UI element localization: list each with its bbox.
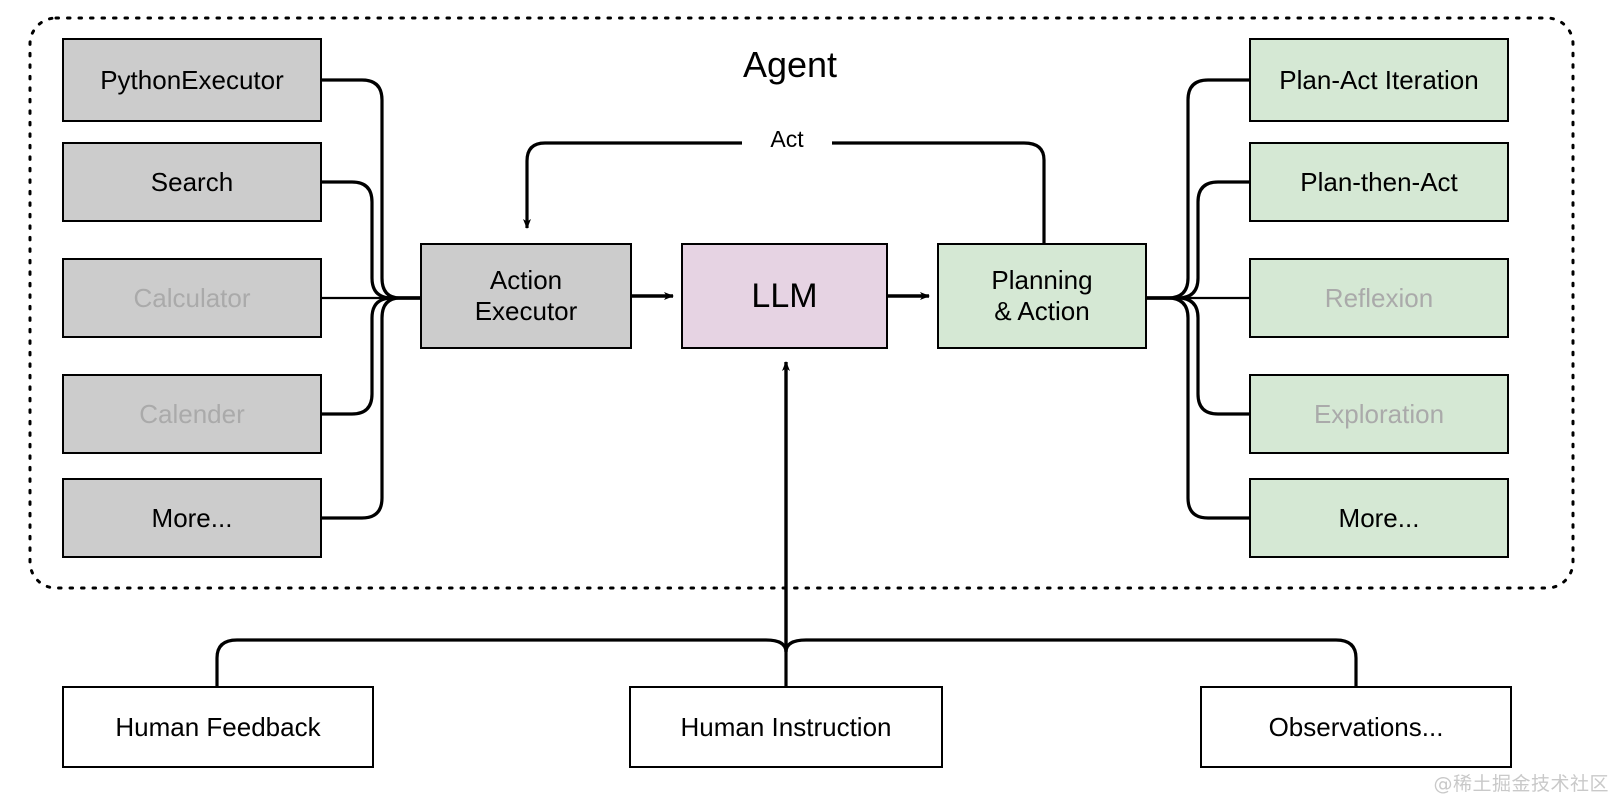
node-llm[interactable]: LLM [681, 243, 888, 349]
node-planning-and-action[interactable]: Planning & Action [937, 243, 1147, 349]
edge-act-loop [523, 141, 1046, 243]
node-label: PythonExecutor [100, 64, 284, 95]
node-label: Calender [139, 398, 245, 429]
node-label: More... [151, 502, 233, 533]
node-label: LLM [751, 276, 818, 315]
node-label: Human Feedback [115, 711, 321, 742]
node-calender[interactable]: Calender [62, 374, 322, 454]
edge-human-feedback [215, 638, 788, 686]
node-label: Search [150, 166, 234, 197]
node-tools-more[interactable]: More... [62, 478, 322, 558]
agent-title: Agent [742, 44, 838, 85]
node-label: Plan-then-Act [1300, 166, 1458, 197]
node-strategies-more[interactable]: More... [1249, 478, 1509, 558]
edge-observations [784, 638, 1358, 686]
node-label: Action Executor [474, 265, 578, 326]
node-label: Human Instruction [680, 711, 892, 742]
node-human-instruction[interactable]: Human Instruction [629, 686, 943, 768]
node-label: Exploration [1313, 398, 1445, 429]
node-label: Planning & Action [991, 265, 1093, 326]
node-human-feedback[interactable]: Human Feedback [62, 686, 374, 768]
node-label: Plan-Act Iteration [1279, 64, 1479, 95]
node-python-executor[interactable]: PythonExecutor [62, 38, 322, 122]
node-action-executor[interactable]: Action Executor [420, 243, 632, 349]
act-edge-label: Act [742, 126, 832, 153]
node-label: Observations... [1268, 711, 1444, 742]
node-search[interactable]: Search [62, 142, 322, 222]
node-reflexion[interactable]: Reflexion [1249, 258, 1509, 338]
node-plan-then-act[interactable]: Plan-then-Act [1249, 142, 1509, 222]
node-label: More... [1338, 502, 1420, 533]
node-label: Reflexion [1324, 282, 1434, 313]
node-plan-act-iteration[interactable]: Plan-Act Iteration [1249, 38, 1509, 122]
node-calculator[interactable]: Calculator [62, 258, 322, 338]
node-observations[interactable]: Observations... [1200, 686, 1512, 768]
node-label: Calculator [133, 282, 251, 313]
node-exploration[interactable]: Exploration [1249, 374, 1509, 454]
watermark-text: @稀土掘金技术社区 [1433, 773, 1609, 795]
